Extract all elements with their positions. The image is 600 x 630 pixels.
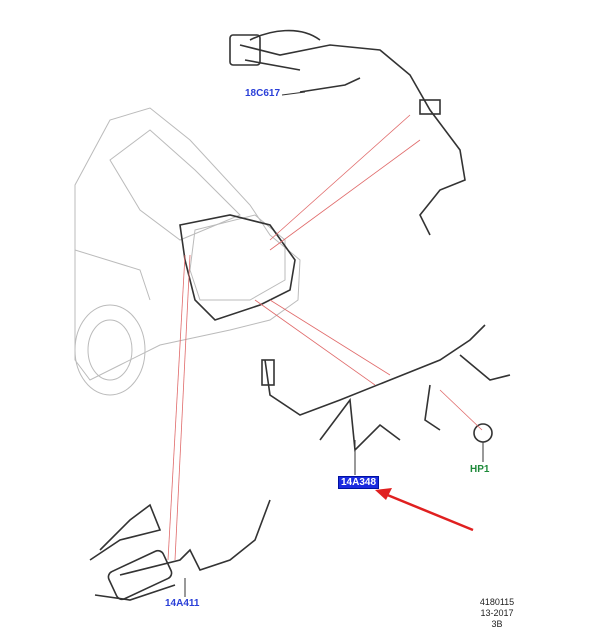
harness-14A411 [89,499,271,601]
harness-18C617 [229,29,466,236]
diagram-date: 13-2017 [480,608,514,618]
vehicle-outline [74,107,301,396]
diagram-footer: 4180115 13-2017 3B [472,597,522,630]
label-14A411[interactable]: 14A411 [165,598,200,609]
red-arrow [375,488,474,532]
diagram-page: 3B [491,619,503,629]
label-18C617[interactable]: 18C617 [245,88,281,99]
callout-lines [167,114,483,561]
harness-14A348 [179,214,511,452]
label-HP1[interactable]: HP1 [470,464,490,475]
diagram-code: 4180115 [479,597,515,607]
leader-lines [184,91,484,597]
label-14A348-highlighted[interactable]: 14A348 [338,476,380,489]
